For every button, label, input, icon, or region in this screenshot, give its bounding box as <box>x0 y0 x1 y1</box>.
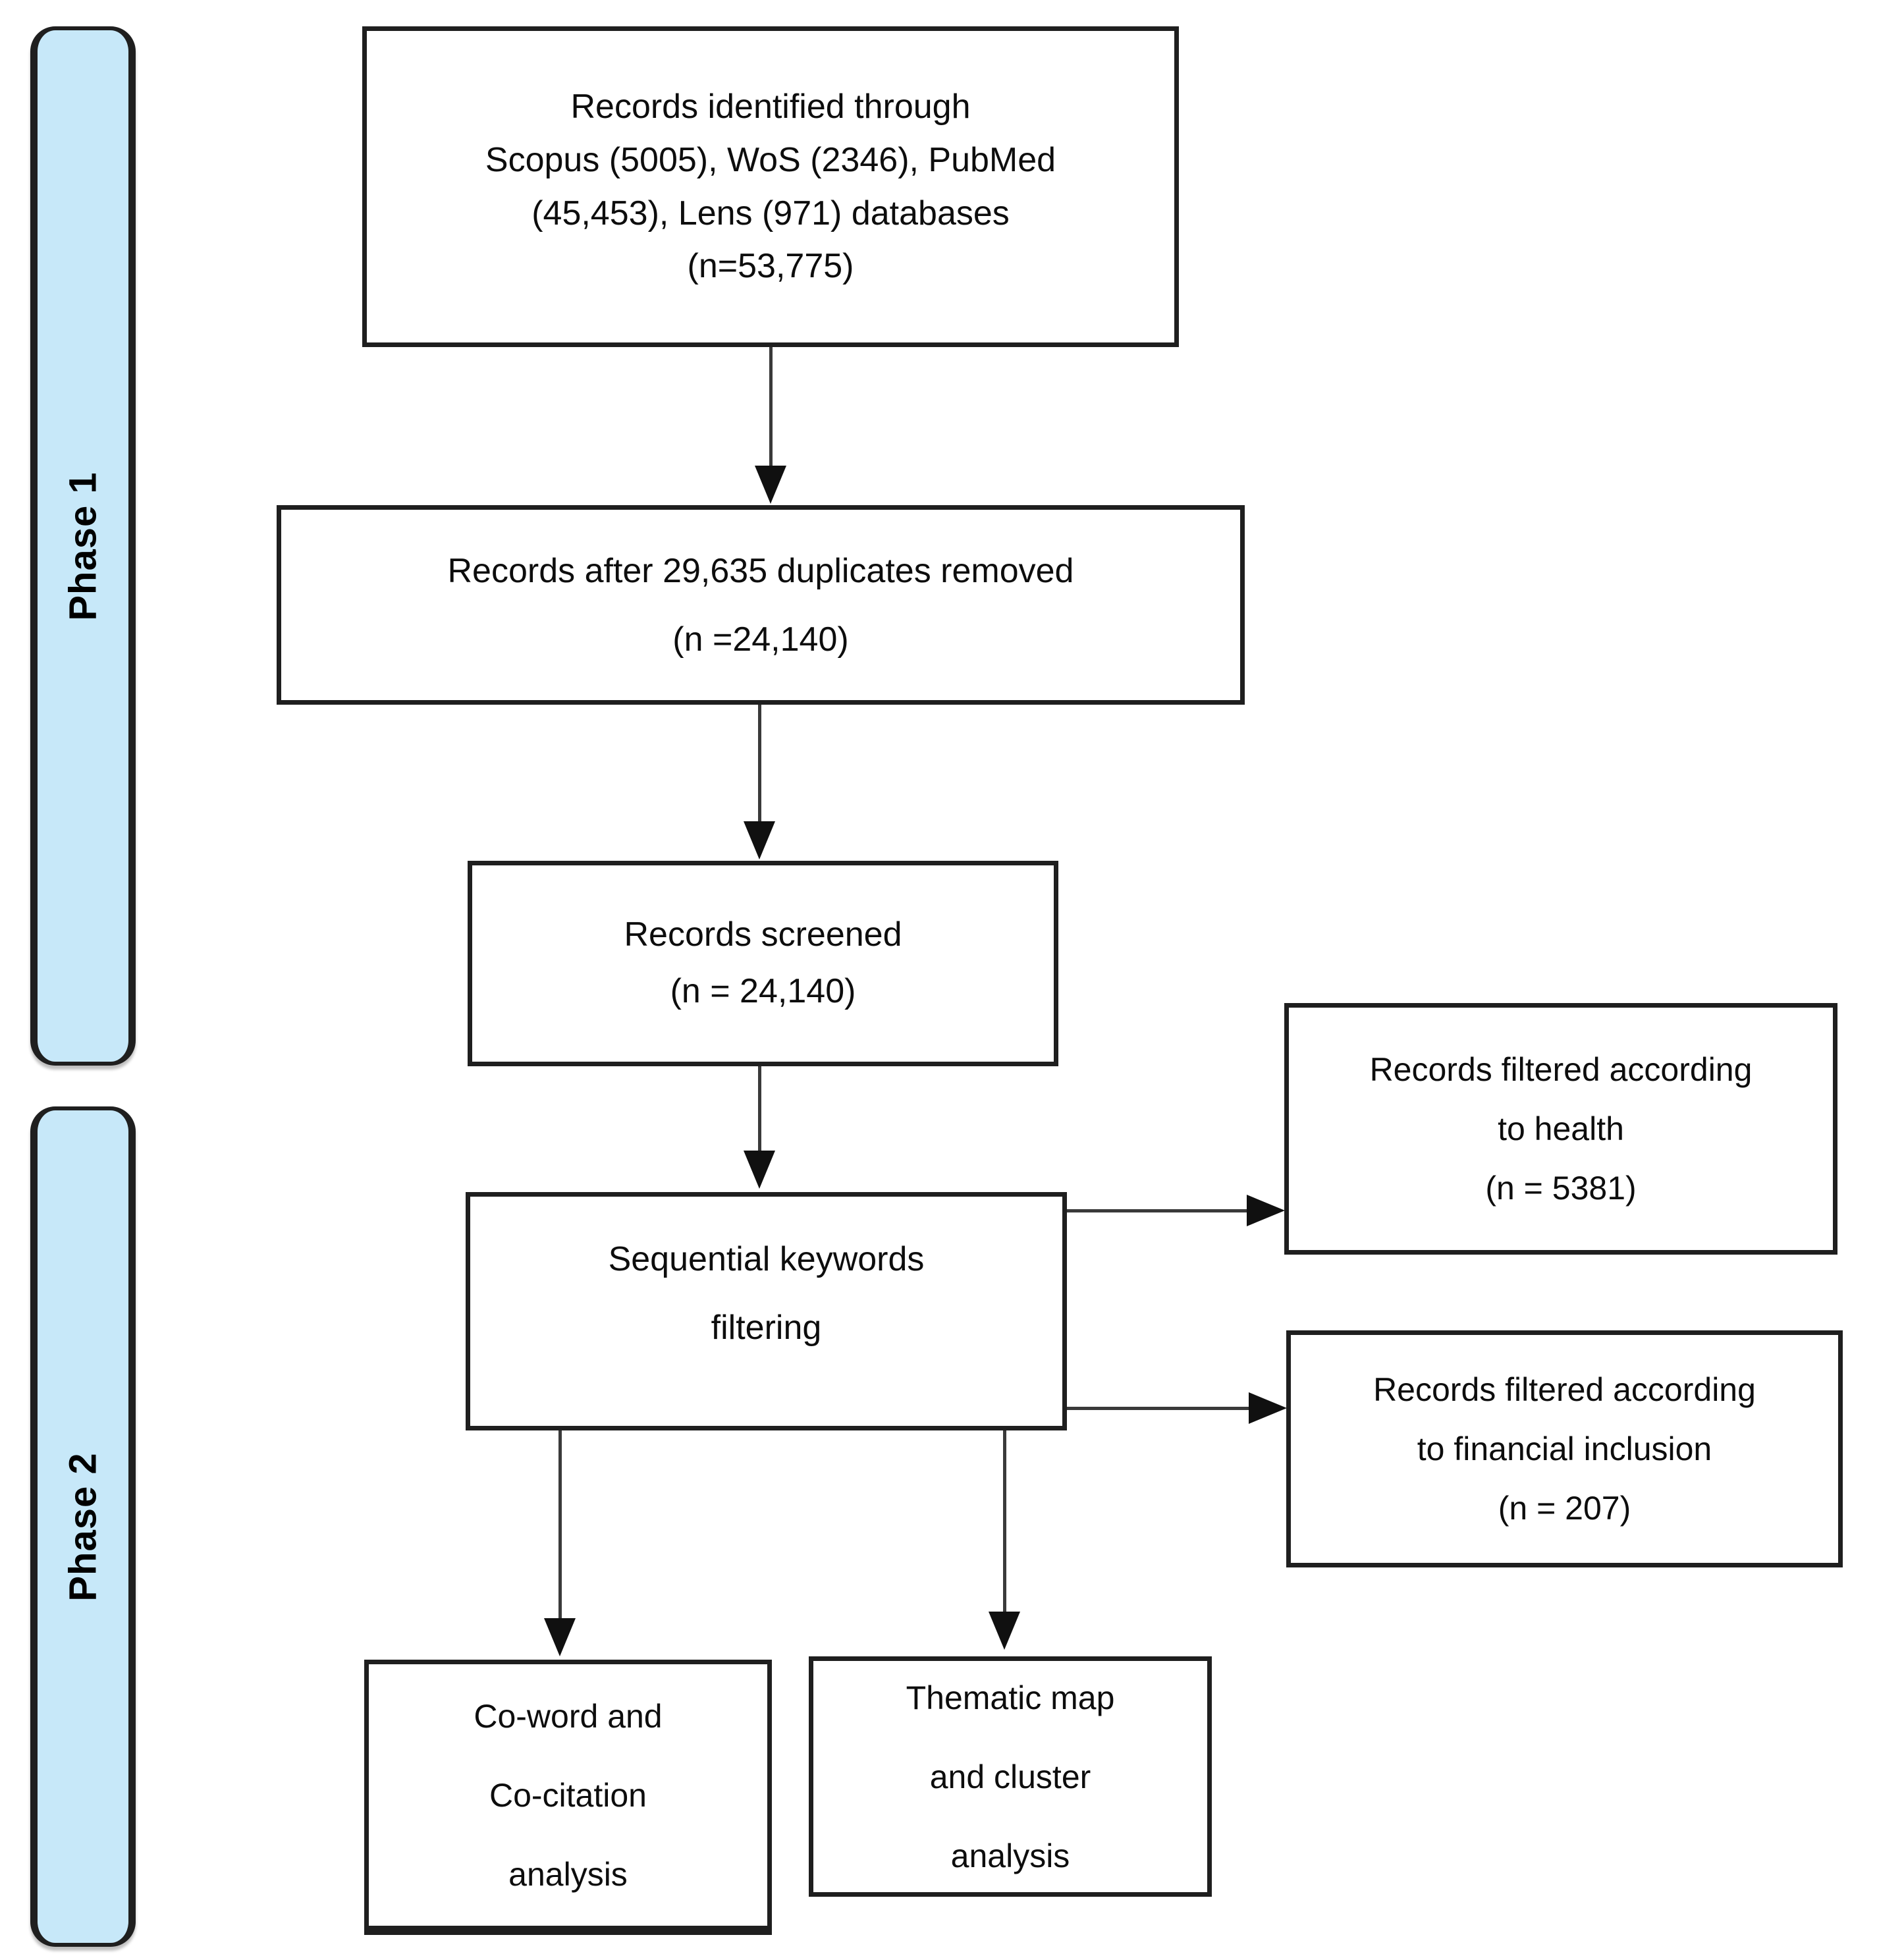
box-keyword-filtering: Sequential keywords filtering <box>466 1192 1067 1430</box>
arrow-duplicates-to-screened-head <box>744 821 775 859</box>
box-records-screened-text: Records screened (n = 24,140) <box>624 915 902 1010</box>
box-records-identified-text: Records identified through Scopus (5005)… <box>485 88 1056 286</box>
arrow-identified-to-duplicates-head <box>755 466 786 504</box>
box-coword-cocitation-text: Co-word and Co-citation analysis <box>474 1697 663 1893</box>
box-filtered-health: Records filtered according to health (n … <box>1284 1003 1837 1255</box>
arrow-identified-to-duplicates-line <box>769 347 773 467</box>
arrow-screened-to-filtering-head <box>744 1151 775 1189</box>
arrow-filtering-to-financial-head <box>1249 1392 1287 1424</box>
arrow-filtering-to-health-line <box>1067 1209 1248 1212</box>
box-records-identified: Records identified through Scopus (5005)… <box>362 26 1179 347</box>
phase-2-bar: Phase 2 <box>30 1106 136 1947</box>
arrow-filtering-to-health-head <box>1247 1195 1285 1226</box>
box-filtered-health-text: Records filtered according to health (n … <box>1369 1051 1753 1207</box>
box-keyword-filtering-text: Sequential keywords filtering <box>608 1239 925 1347</box>
arrow-filtering-to-coword-line <box>558 1430 562 1619</box>
arrow-filtering-to-coword-head <box>544 1618 576 1656</box>
phase-1-bar: Phase 1 <box>30 26 136 1066</box>
phase-1-label: Phase 1 <box>61 471 105 621</box>
box-filtered-financial-inclusion-text: Records filtered according to financial … <box>1373 1371 1756 1527</box>
phase-2-label: Phase 2 <box>61 1452 105 1602</box>
box-filtered-financial-inclusion: Records filtered according to financial … <box>1286 1330 1843 1567</box>
arrow-filtering-to-thematic-line <box>1003 1430 1006 1613</box>
box-thematic-cluster-text: Thematic map and cluster analysis <box>906 1679 1115 1874</box>
arrow-filtering-to-financial-line <box>1067 1407 1250 1410</box>
box-duplicates-removed: Records after 29,635 duplicates removed … <box>277 505 1245 705</box>
box-records-screened: Records screened (n = 24,140) <box>468 861 1058 1066</box>
arrow-duplicates-to-screened-line <box>758 705 761 823</box>
box-duplicates-removed-text: Records after 29,635 duplicates removed … <box>447 551 1074 659</box>
box-thematic-cluster: Thematic map and cluster analysis <box>809 1656 1212 1897</box>
arrow-filtering-to-thematic-head <box>989 1612 1020 1650</box>
box-coword-cocitation: Co-word and Co-citation analysis <box>364 1660 772 1935</box>
arrow-screened-to-filtering-line <box>758 1066 761 1152</box>
